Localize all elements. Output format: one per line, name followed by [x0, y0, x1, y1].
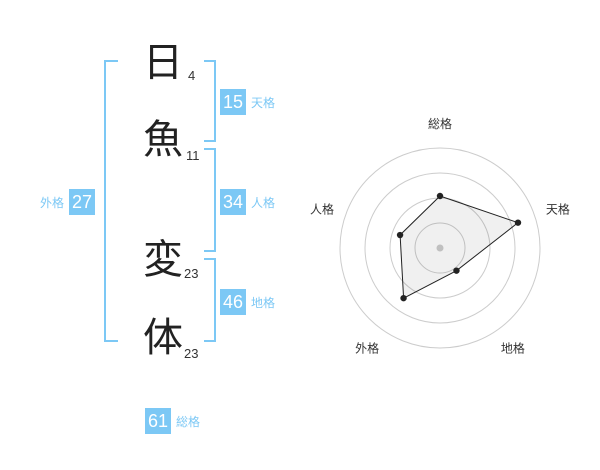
radar-center: [436, 244, 444, 252]
tenkaku-value: 15: [220, 89, 247, 115]
outer-bracket: [104, 60, 118, 342]
chikaku-value: 46: [220, 289, 247, 315]
name-char-2: 魚: [143, 117, 183, 163]
radar-grid: [339, 147, 541, 349]
jinkaku-bracket: [204, 148, 216, 252]
chikaku-bracket: [204, 258, 216, 342]
stroke-count-4: 23: [184, 346, 199, 361]
tenkaku-score: 15 天格: [220, 89, 275, 115]
gaikaku-score: 外格 27: [40, 189, 96, 215]
jinkaku-score: 34 人格: [220, 189, 275, 215]
stroke-count-3: 23: [184, 266, 199, 281]
gaikaku-value: 27: [69, 189, 96, 215]
name-char-1: 日: [143, 40, 183, 86]
radar-point-4: [400, 294, 407, 302]
name-char-3: 変: [143, 237, 183, 283]
radar-axis-label-5: 人格: [310, 202, 334, 217]
radar-axis-label-3: 地格: [501, 340, 525, 355]
jinkaku-value: 34: [220, 189, 247, 215]
radar-point-5: [396, 231, 404, 239]
radar-axis-label-4: 外格: [355, 340, 379, 355]
name-char-4: 体: [143, 315, 183, 361]
soukaku-score: 61 総格: [145, 408, 200, 434]
soukaku-label: 総格: [176, 414, 201, 429]
radar-polygon: [399, 195, 520, 300]
radar-ring-3: [364, 172, 516, 324]
radar-axis-label-1: 総格: [428, 116, 452, 131]
tenkaku-label: 天格: [251, 95, 276, 110]
soukaku-value: 61: [145, 408, 172, 434]
radar-axis-label-2: 天格: [546, 202, 570, 217]
radar-point-1: [436, 192, 444, 200]
radar-ring-1: [414, 222, 466, 274]
radar-ring-4: [339, 147, 541, 349]
radar-points: [396, 192, 522, 302]
radar-point-2: [514, 219, 522, 226]
gaikaku-label: 外格: [40, 195, 65, 210]
stroke-count-2: 11: [186, 148, 200, 163]
chikaku-score: 46 地格: [220, 289, 275, 315]
radar-point-3: [453, 267, 460, 274]
chikaku-label: 地格: [251, 295, 276, 310]
jinkaku-label: 人格: [251, 195, 276, 210]
stroke-count-1: 4: [188, 68, 196, 83]
tenkaku-bracket: [204, 60, 216, 142]
